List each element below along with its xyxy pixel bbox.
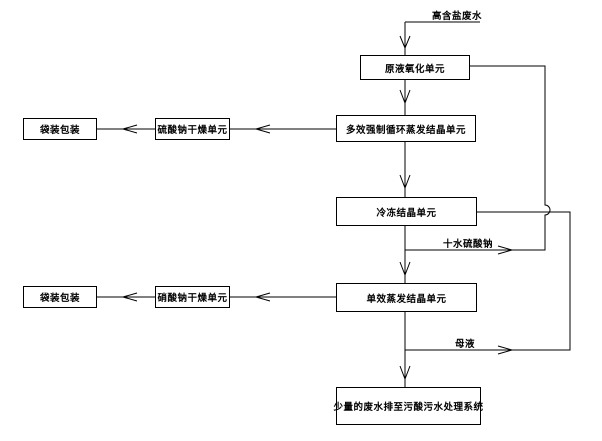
arrow-right-decahydrate [497,245,514,255]
freeze-box: 冷冻结晶单元 [336,197,477,226]
arrow-left-sulfate-pack1 [121,124,138,134]
oxidation-unit-box: 原液氧化单元 [360,55,470,80]
decahydrate-label: 十水硫酸钠 [443,239,494,250]
wastewater-box: 少量的废水排至污酸污水处理系统 [334,387,483,425]
arrow-left-nitrate-pack2 [121,292,138,302]
arrow-down-multi [399,174,411,190]
arrow-right-mother-liquor [497,345,514,355]
single-effect-box: 单效蒸发结晶单元 [336,283,477,312]
arrow-down-input [399,35,411,50]
arrow-down-freeze [399,261,411,277]
multi-effect-box: 多效强制循环蒸发结晶单元 [336,115,476,142]
nitrate-dry-box: 硝酸钠干燥单元 [155,286,230,308]
mother-liquor-label: 母液 [455,339,476,350]
arrow-left-single-nitrate [254,292,271,302]
input-label: 高含盐废水 [432,11,483,22]
pack-box-1: 袋装包装 [23,118,97,140]
sulfate-dry-box: 硫酸钠干燥单元 [155,118,230,140]
pack-box-2: 袋装包装 [23,286,97,308]
arrow-down-oxidation [399,89,411,105]
arrow-left-multi-sulfate [254,124,271,134]
recycle-loop-freeze-oxidation [405,65,551,251]
arrow-down-single [399,365,411,381]
